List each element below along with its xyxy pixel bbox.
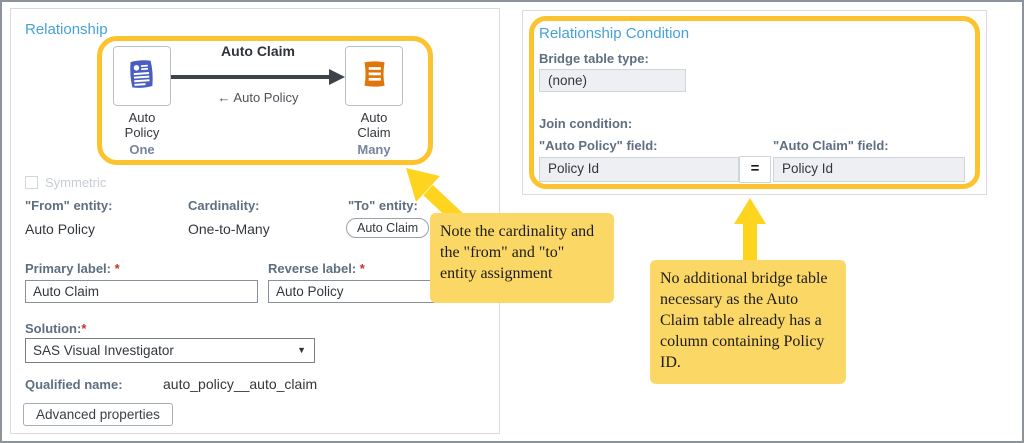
from-entity-label: "From" entity: <box>25 198 113 213</box>
diagram-reverse-label: ← Auto Policy <box>217 90 299 105</box>
solution-selected-value: SAS Visual Investigator <box>33 343 174 358</box>
relationship-panel-title: Relationship <box>25 21 108 38</box>
auto-policy-field-label: "Auto Policy" field: <box>539 138 658 153</box>
solution-label: Solution:* <box>25 321 87 336</box>
required-asterisk: * <box>359 261 365 276</box>
from-entity-cardinality: One <box>129 142 155 157</box>
to-entity-name: Auto Claim <box>357 110 391 140</box>
bridge-table-type-field[interactable]: (none) <box>539 69 686 92</box>
relationship-arrow <box>171 69 345 85</box>
cardinality-label: Cardinality: <box>188 198 260 213</box>
equals-operator-button[interactable]: = <box>739 156 771 183</box>
auto-claim-field-value[interactable]: Policy Id <box>773 157 965 182</box>
cardinality-note-callout: Note the cardinality and the "from" and … <box>430 213 614 303</box>
relationship-panel: Relationship <box>10 8 500 434</box>
required-asterisk: * <box>81 321 87 336</box>
to-entity-card[interactable] <box>345 46 403 106</box>
required-asterisk: * <box>114 261 120 276</box>
auto-policy-document-icon <box>123 55 161 98</box>
qualified-name-value: auto_policy__auto_claim <box>163 376 318 392</box>
diagram-forward-label: Auto Claim <box>221 43 295 59</box>
primary-label: Primary label: * <box>25 261 120 276</box>
chevron-down-icon: ▼ <box>297 345 306 355</box>
advanced-properties-button[interactable]: Advanced properties <box>23 403 173 426</box>
to-entity-chip[interactable]: Auto Claim <box>346 218 430 238</box>
join-condition-label: Join condition: <box>539 116 633 131</box>
auto-policy-field-value[interactable]: Policy Id <box>539 157 739 182</box>
reverse-label: Reverse label: * <box>268 261 365 276</box>
cardinality-value: One-to-Many <box>188 221 270 237</box>
relationship-condition-title: Relationship Condition <box>539 25 690 42</box>
to-entity-label: "To" entity: <box>348 198 418 213</box>
bridge-table-type-label: Bridge table type: <box>539 51 649 66</box>
symmetric-checkbox[interactable] <box>25 176 38 189</box>
diagram-highlight-ring <box>97 36 433 165</box>
to-entity-cardinality: Many <box>357 142 391 157</box>
from-entity-card[interactable] <box>113 46 171 106</box>
qualified-name-label: Qualified name: <box>25 377 123 392</box>
annotation-arrow-vertical <box>734 198 766 262</box>
from-entity-name: Auto Policy <box>124 110 160 140</box>
condition-highlight-ring <box>529 16 980 189</box>
symmetric-checkbox-label: Symmetric <box>45 175 107 190</box>
relationship-condition-panel: Relationship Condition Bridge table type… <box>522 10 987 195</box>
auto-claim-document-icon <box>355 55 393 98</box>
solution-select[interactable]: SAS Visual Investigator ▼ <box>25 338 315 363</box>
primary-label-input[interactable] <box>25 280 258 303</box>
from-entity-value: Auto Policy <box>25 221 96 237</box>
auto-claim-field-label: "Auto Claim" field: <box>773 138 889 153</box>
bridge-note-callout: No additional bridge table necessary as … <box>650 260 846 384</box>
